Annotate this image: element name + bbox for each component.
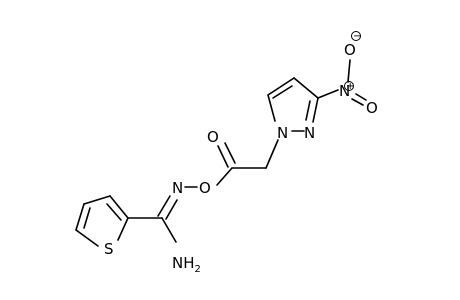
bond-c5-n1 (267, 94, 276, 122)
atom-o-nitro-right: O (366, 99, 378, 117)
bond-n1-ch2 (265, 139, 279, 169)
bond-th-c5-c4-double (83, 207, 91, 229)
atom-n-pyrazole-1: N (277, 124, 288, 142)
plus-charge: + (346, 81, 354, 92)
bond-c3-c4 (293, 77, 319, 99)
bond-n-o-right-2 (351, 98, 364, 106)
atom-o-nitro-top: O (344, 41, 356, 59)
bond-c4-c5 (267, 77, 295, 96)
bond-th-c2-s (117, 217, 129, 241)
bond-ring-n-nitro (317, 89, 339, 99)
bond-th-c4-c3 (83, 195, 111, 205)
plus-charge-ring (344, 81, 354, 91)
bond-n2-c3-double (305, 100, 311, 121)
bond-c-o-ester (216, 167, 233, 186)
atom-s-thiophene: S (104, 240, 114, 258)
minus-charge-ring (351, 31, 361, 41)
bond-n-o-top (347, 59, 351, 83)
bond-th-c3-c2-double (106, 203, 122, 221)
bond-n2-c3 (312, 97, 319, 123)
atom-nh2: NH2 (172, 254, 201, 275)
bond-c4-c5-double (272, 85, 293, 99)
bond-n-c-double-2 (165, 199, 178, 220)
bond-n-c-double-1 (157, 195, 171, 217)
bond-th-s-c5 (75, 229, 99, 247)
atom-n-nitro: N (339, 82, 350, 100)
atom-n-oxime: N (172, 179, 183, 197)
atom-n-pyrazole-2: N (304, 124, 315, 142)
atom-o-ester: O (199, 179, 211, 197)
atom-o-carbonyl: O (207, 128, 219, 146)
bond-n-o-right-1 (355, 93, 367, 101)
bond-c-o-carbonyl-1 (217, 145, 229, 168)
bond-th-c5-c4 (75, 203, 85, 231)
minus-charge: − (353, 31, 361, 42)
bond-c-o-carbonyl-2 (224, 142, 236, 164)
bond-c-nh2 (161, 217, 177, 243)
bond-th-c3-c2 (109, 195, 129, 219)
